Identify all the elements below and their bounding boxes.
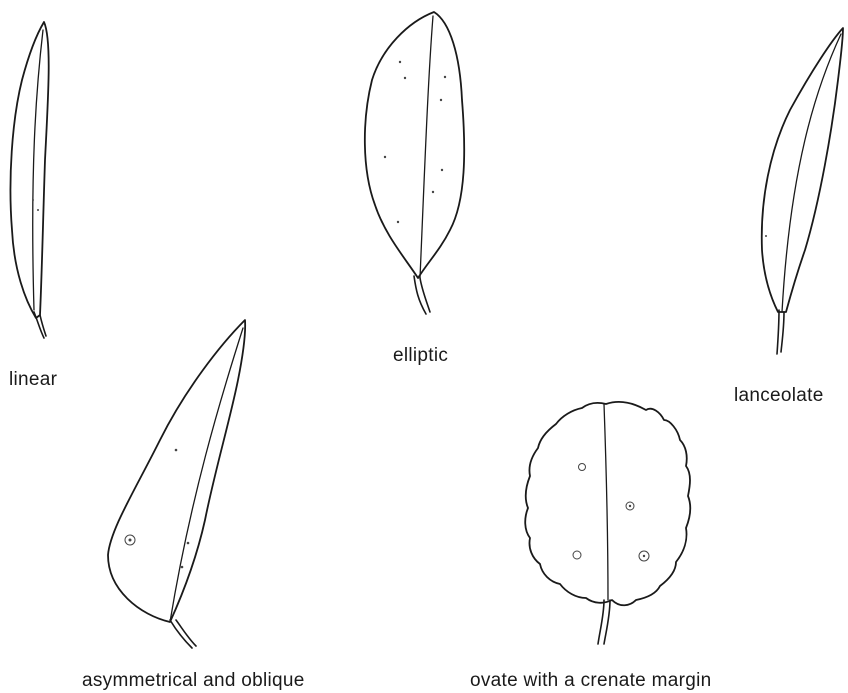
- ovate-crenate-leaf: [525, 402, 690, 644]
- asymmetrical-leaf: [108, 320, 245, 648]
- label-linear: linear: [9, 369, 57, 391]
- linear-leaf: [10, 22, 48, 338]
- label-ovate: ovate with a crenate margin: [470, 670, 712, 692]
- label-lanceolate: lanceolate: [734, 385, 824, 407]
- label-asymmetrical: asymmetrical and oblique: [82, 670, 305, 692]
- lanceolate-leaf: [762, 28, 843, 354]
- elliptic-leaf: [365, 12, 464, 314]
- label-elliptic: elliptic: [393, 345, 448, 367]
